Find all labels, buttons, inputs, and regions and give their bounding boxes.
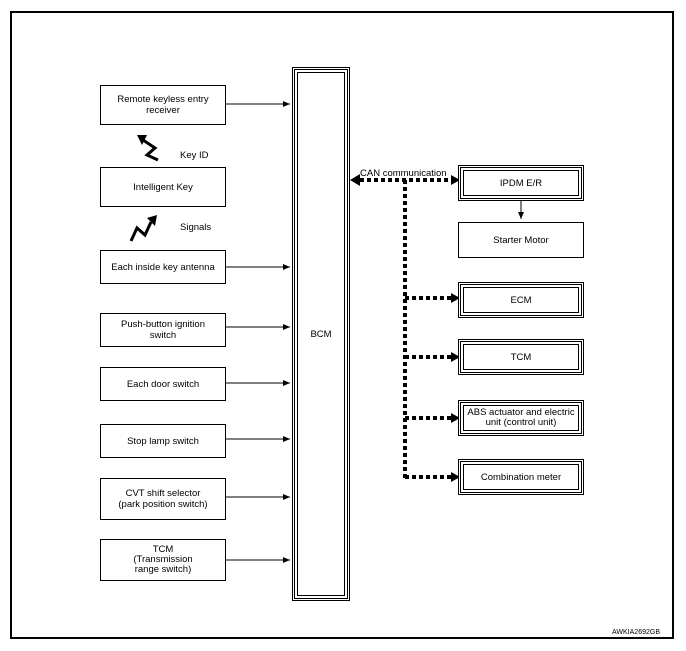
key-id-label: Key ID xyxy=(180,150,209,161)
figure-code: AWKIA2692GB xyxy=(612,629,660,636)
bcm-block: BCM xyxy=(292,67,350,601)
intelligent-key: Intelligent Key xyxy=(100,167,226,207)
diagram-frame xyxy=(10,11,674,639)
ecm: ECM xyxy=(458,282,584,318)
key-id-wave-icon xyxy=(137,135,159,162)
signals-label: Signals xyxy=(180,222,212,233)
tcm-transmission-range-switch: TCM (Transmission range switch) xyxy=(100,539,226,581)
each-door-switch: Each door switch xyxy=(100,367,226,401)
bcm-label: BCM xyxy=(297,72,345,596)
starter-motor: Starter Motor xyxy=(458,222,584,258)
tcm: TCM xyxy=(458,339,584,375)
can-communication-label: CAN communication xyxy=(360,168,447,179)
each-inside-key-antenna: Each inside key antenna xyxy=(100,250,226,284)
can-bus xyxy=(360,178,455,479)
push-button-ignition-switch: Push-button ignition switch xyxy=(100,313,226,347)
ipdm-er: IPDM E/R xyxy=(458,165,584,201)
abs-actuator-electric-unit: ABS actuator and electric unit (control … xyxy=(458,400,584,436)
stop-lamp-switch: Stop lamp switch xyxy=(100,424,226,458)
signals-wave-icon xyxy=(129,215,157,242)
can-arrow-left xyxy=(350,174,360,186)
combination-meter: Combination meter xyxy=(458,459,584,495)
remote-keyless-entry-receiver: Remote keyless entry receiver xyxy=(100,85,226,125)
cvt-shift-selector: CVT shift selector (park position switch… xyxy=(100,478,226,520)
